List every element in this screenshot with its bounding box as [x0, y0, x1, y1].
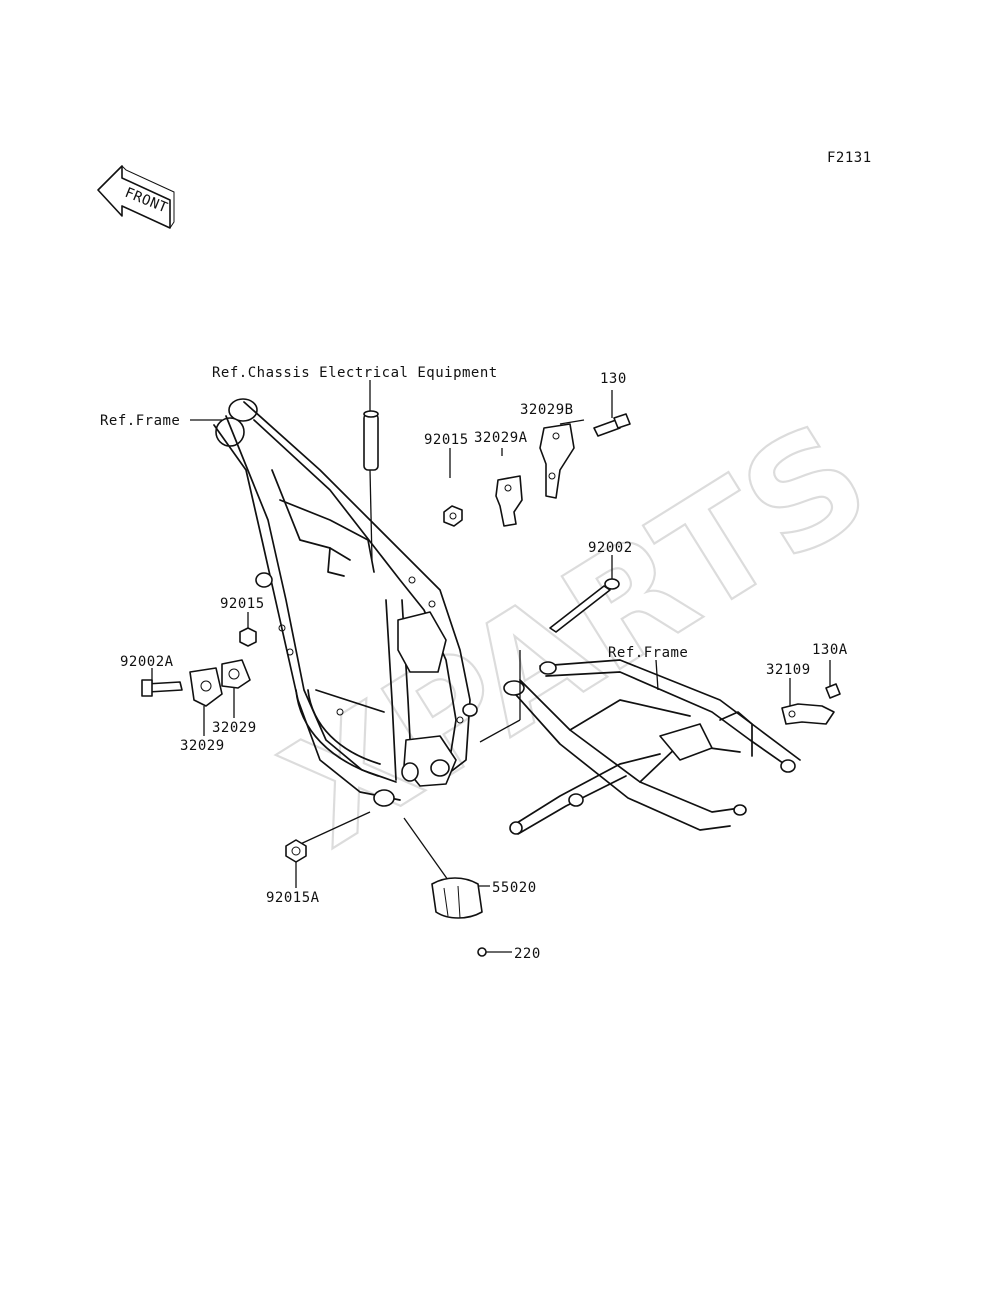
part-plate-32029-right — [221, 659, 251, 689]
label-130a[interactable]: 130A — [812, 642, 848, 658]
part-clip-220 — [477, 947, 487, 957]
label-92015-top[interactable]: 92015 — [424, 432, 469, 448]
label-130[interactable]: 130 — [600, 371, 627, 387]
part-spacer-tube — [363, 410, 379, 471]
label-55020[interactable]: 55020 — [492, 880, 537, 896]
label-32109[interactable]: 32109 — [766, 662, 811, 678]
part-bolt-92002a — [141, 679, 183, 697]
part-bolt-130 — [593, 413, 631, 437]
label-ref-chassis[interactable]: Ref.Chassis Electrical Equipment — [212, 365, 498, 381]
part-bolt-130a — [825, 683, 841, 699]
label-32029-left[interactable]: 32029 — [180, 738, 225, 754]
part-bracket-32029a — [495, 475, 523, 527]
part-nut-92015-top — [443, 505, 463, 527]
label-92015a[interactable]: 92015A — [266, 890, 320, 906]
part-nut-92015-mid — [239, 627, 257, 647]
main-frame — [213, 398, 478, 807]
label-32029a[interactable]: 32029A — [474, 430, 528, 446]
label-92002[interactable]: 92002 — [588, 540, 633, 556]
watermark-text: XPARTS — [257, 390, 898, 880]
sub-frame — [503, 659, 801, 835]
label-92015-mid[interactable]: 92015 — [220, 596, 265, 612]
front-arrow-icon: FRONT — [97, 165, 175, 229]
label-32029-right[interactable]: 32029 — [212, 720, 257, 736]
label-220[interactable]: 220 — [514, 946, 541, 962]
label-92002a[interactable]: 92002A — [120, 654, 174, 670]
label-ref-frame-left[interactable]: Ref.Frame — [100, 413, 180, 429]
part-plate-32029-left — [189, 667, 223, 707]
part-long-bolt-92002 — [549, 578, 620, 633]
part-bracket-32029b — [539, 423, 575, 499]
part-nut-92015a — [285, 839, 307, 863]
part-cover-55020 — [431, 877, 483, 919]
label-32029b[interactable]: 32029B — [520, 402, 574, 418]
part-bracket-32109 — [781, 703, 835, 725]
diagram-code: F2131 — [827, 150, 872, 166]
label-ref-frame-right[interactable]: Ref.Frame — [608, 645, 688, 661]
leader-lines — [151, 380, 831, 953]
watermark-logo: XPARTS — [256, 389, 899, 882]
